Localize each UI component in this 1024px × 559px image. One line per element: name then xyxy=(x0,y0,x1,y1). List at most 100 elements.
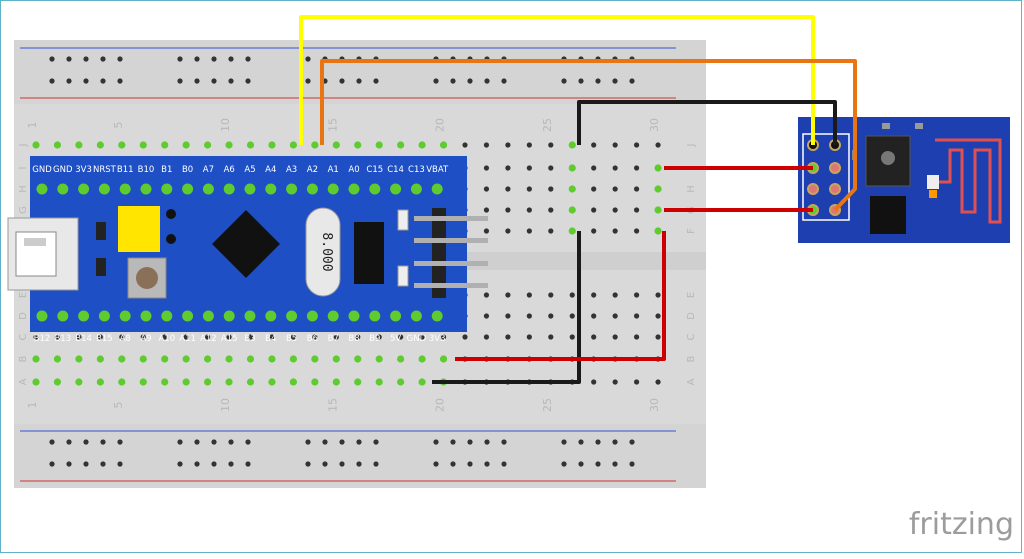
column-number: 1 xyxy=(26,402,39,409)
rail-hole xyxy=(100,56,106,62)
wire-black-bottom xyxy=(432,231,581,384)
column-number: 1 xyxy=(26,122,39,129)
column-number: 10 xyxy=(219,118,232,132)
breadboard-hole xyxy=(612,334,618,340)
breadboard-hole xyxy=(526,313,532,319)
breadboard-hole xyxy=(483,228,490,234)
rail-hole xyxy=(373,78,379,84)
mcu-pin xyxy=(78,310,90,322)
mcu-bottom-pin-label: B4 xyxy=(265,334,276,344)
row-letter: D xyxy=(686,312,697,320)
breadboard-hole xyxy=(246,355,255,363)
breadboard-hole xyxy=(354,355,362,363)
row-letter: C xyxy=(686,333,697,340)
mcu-bottom-pin-label: B13 xyxy=(54,334,71,344)
breadboard-hole xyxy=(526,165,532,171)
breadboard-hole xyxy=(397,378,405,386)
breadboard-hole xyxy=(612,313,618,319)
breadboard-hole xyxy=(568,164,576,172)
mcu-bottom-pin-label: B14 xyxy=(75,334,92,344)
rail-hole xyxy=(578,439,584,445)
breadboard-hole xyxy=(483,165,490,171)
breadboard-hole xyxy=(139,378,147,386)
breadboard-hole xyxy=(526,142,532,148)
breadboard-hole xyxy=(269,334,275,340)
breadboard-hole xyxy=(75,378,83,386)
rail-hole xyxy=(49,461,55,467)
breadboard-hole xyxy=(75,355,83,363)
rail-hole xyxy=(629,78,635,84)
mcu-pin xyxy=(306,310,318,322)
breadboard-hole xyxy=(612,207,618,213)
row-letter: B xyxy=(18,355,29,362)
mcu-top-pin-label: A3 xyxy=(286,165,297,175)
rail-hole xyxy=(228,439,234,445)
mcu-top-pin-label: B0 xyxy=(182,165,193,175)
rail-hole xyxy=(305,78,311,84)
mcu-pin xyxy=(36,183,48,195)
smd-component xyxy=(96,222,106,240)
breadboard-hole xyxy=(332,355,340,363)
wire-black-top xyxy=(577,100,837,145)
mcu-pin xyxy=(431,310,443,322)
wire-red-power xyxy=(455,231,666,361)
rail-hole xyxy=(177,439,183,445)
breadboard-hole xyxy=(568,141,576,149)
rail-hole xyxy=(561,78,567,84)
rail-hole xyxy=(433,78,439,84)
breadboard-hole xyxy=(612,292,618,298)
breadboard-hole xyxy=(505,313,511,319)
mcu-bottom-pin-label: 3V3 xyxy=(429,334,446,344)
mcu-top-pin-label: A5 xyxy=(244,165,255,175)
esp-smd xyxy=(929,190,937,198)
reset-button-cap[interactable] xyxy=(136,267,158,289)
breadboard-hole xyxy=(139,141,147,149)
mcu-top-pin-label: C15 xyxy=(366,165,383,175)
column-number: 5 xyxy=(112,402,125,409)
mcu-top-pin-label: C14 xyxy=(387,165,404,175)
breadboard-hole xyxy=(505,207,511,213)
rail-hole xyxy=(245,56,251,62)
mcu-top-pin-label: NRST xyxy=(93,165,117,175)
mcu-pin xyxy=(98,183,110,195)
column-number: 30 xyxy=(648,118,661,132)
rail-hole xyxy=(501,78,507,84)
led xyxy=(397,265,409,287)
esp-flash-chip xyxy=(870,196,906,234)
breadboard-hole xyxy=(548,207,554,213)
breadboard-hole xyxy=(289,355,297,363)
breadboard-hole xyxy=(119,334,125,340)
mcu-bottom-pin-label: A12 xyxy=(200,334,217,344)
mcu-pin xyxy=(244,183,256,195)
breadboard-hole xyxy=(418,355,426,363)
mcu-bottom-pin-label: A9 xyxy=(140,334,151,344)
breadboard-hole xyxy=(97,334,103,340)
breadboard-hole xyxy=(225,141,233,149)
breadboard-hole xyxy=(548,313,554,319)
breadboard-hole xyxy=(183,334,189,340)
mcu-top-pin-label: A0 xyxy=(348,165,359,175)
breadboard-hole xyxy=(612,228,618,234)
breadboard-hole xyxy=(225,378,233,386)
breadboard-hole xyxy=(161,141,169,149)
rail-hole xyxy=(194,439,200,445)
rail-hole xyxy=(484,78,490,84)
mcu-pin xyxy=(348,183,360,195)
rail-hole xyxy=(595,78,601,84)
mcu-pin xyxy=(202,183,214,195)
mcu-pin xyxy=(182,183,194,195)
breadboard-hole xyxy=(33,334,39,340)
breadboard-hole xyxy=(96,355,104,363)
breadboard-hole xyxy=(526,186,532,192)
rail-hole xyxy=(373,439,379,445)
esp-smd xyxy=(915,123,923,129)
breadboard-hole xyxy=(139,355,147,363)
breadboard-hole xyxy=(526,292,532,298)
rail-hole xyxy=(66,439,72,445)
rail-hole xyxy=(211,56,217,62)
rail-hole xyxy=(66,78,72,84)
mcu-pin xyxy=(119,310,131,322)
mcu-top-pin-label: GND xyxy=(32,165,52,175)
